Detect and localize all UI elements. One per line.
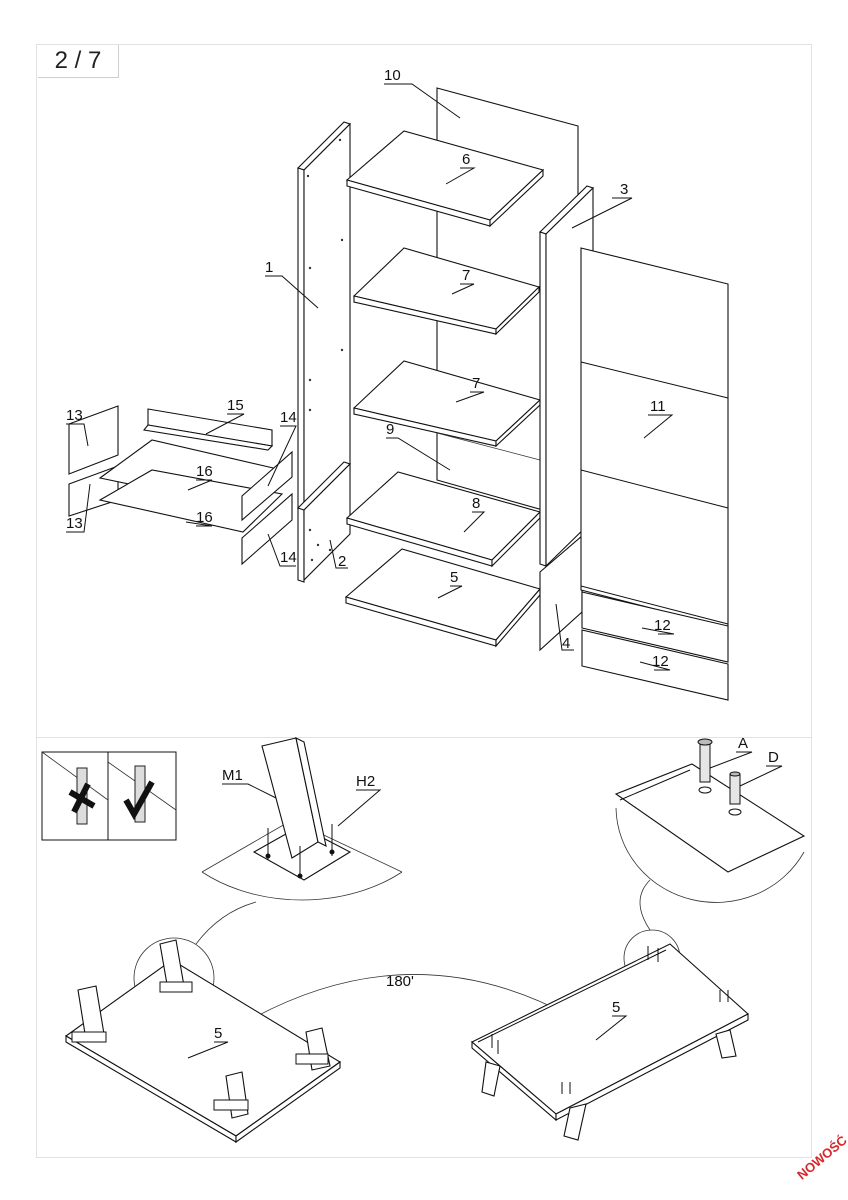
label-14a: 14 <box>280 409 297 426</box>
label-2: 2 <box>338 553 346 570</box>
page-frame <box>36 44 812 1158</box>
part-7-shelf-lower <box>352 360 542 448</box>
connector-detail: A D <box>614 735 806 903</box>
label-7a: 7 <box>462 267 470 284</box>
base-left-upside-down: 5 <box>64 939 341 1144</box>
part-labels: 10 6 3 1 7 7 11 9 8 5 2 4 12 12 <box>66 67 675 671</box>
label-16a: 16 <box>196 463 213 480</box>
label-base-left-5: 5 <box>214 1025 222 1042</box>
leg-detail: M1 H2 <box>201 736 403 901</box>
wrong-bolt-icon <box>68 767 96 825</box>
label-5: 5 <box>450 569 458 586</box>
label-4: 4 <box>562 635 570 652</box>
label-base-right-5: 5 <box>612 999 620 1016</box>
label-9: 9 <box>386 421 394 438</box>
step-indicator: 2 / 7 <box>38 45 119 78</box>
zoom-connector-d <box>639 879 651 931</box>
label-16b: 16 <box>196 509 213 526</box>
label-14b: 14 <box>280 549 297 566</box>
part-16-drawer-bottom <box>98 439 284 533</box>
label-3: 3 <box>620 181 628 198</box>
label-6: 6 <box>462 151 470 168</box>
label-8: 8 <box>472 495 480 512</box>
label-10: 10 <box>384 67 401 84</box>
part-6-top-shelf <box>345 130 545 228</box>
base-right-upright: 5 <box>471 943 749 1141</box>
label-12b: 12 <box>652 653 669 670</box>
rotation-label: 180' <box>386 973 414 990</box>
label-15: 15 <box>227 397 244 414</box>
label-d: D <box>768 749 779 766</box>
part-8-shelf <box>345 471 542 568</box>
part-1-left-side <box>296 121 352 583</box>
label-12a: 12 <box>654 617 671 634</box>
part-9-divider-edge <box>436 432 541 461</box>
label-11: 11 <box>650 398 666 415</box>
zoom-connector-leg <box>195 901 257 945</box>
label-m1: M1 <box>222 767 243 784</box>
label-13a: 13 <box>66 407 83 424</box>
part-2-lower-side <box>296 461 352 582</box>
part-12-drawer-fronts <box>581 591 729 701</box>
label-h2: H2 <box>356 773 375 790</box>
exploded-view-diagram: 10 6 3 1 7 7 11 9 8 5 2 4 12 12 <box>66 67 729 701</box>
label-a: A <box>738 735 748 752</box>
part-15-drawer-back <box>142 408 274 451</box>
part-7-shelf-upper <box>352 247 541 336</box>
label-13b: 13 <box>66 515 83 532</box>
section-divider <box>36 737 812 738</box>
correct-bolt-icon <box>123 765 155 823</box>
label-1: 1 <box>265 259 273 276</box>
label-7b: 7 <box>472 375 480 392</box>
cam-bolt-orientation-box <box>41 751 177 841</box>
rotation-arc <box>245 974 571 1023</box>
part-14-drawer-fronts <box>241 450 293 566</box>
